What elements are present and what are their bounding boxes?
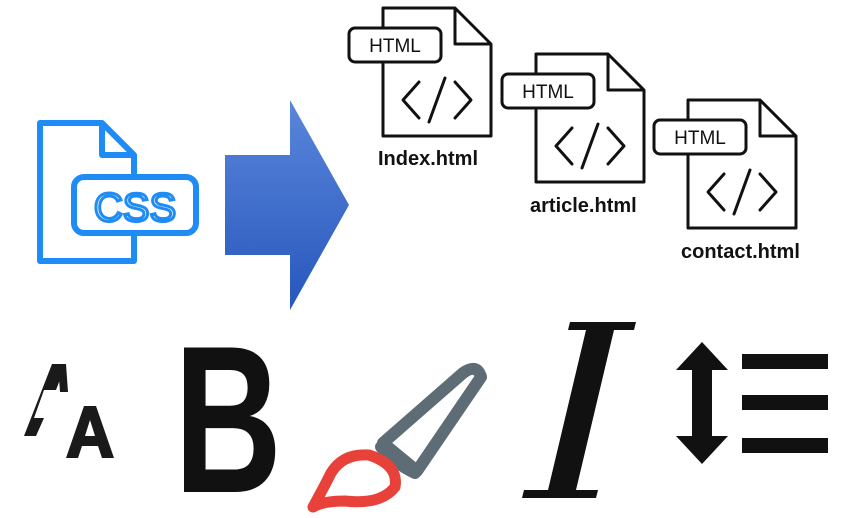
italic-icon <box>514 318 644 504</box>
html-tag-label: HTML <box>522 82 574 103</box>
html-tag-label: HTML <box>369 36 421 57</box>
right-arrow-icon <box>225 100 355 310</box>
paintbrush-icon <box>305 355 495 515</box>
css-file-icon: CSS <box>30 115 200 270</box>
html-tag-label: HTML <box>674 128 726 149</box>
css-badge-label: CSS <box>94 186 176 230</box>
html-file-icon: HTML <box>650 96 805 232</box>
file-name-label: Index.html <box>378 148 479 170</box>
line-height-icon <box>672 340 832 470</box>
file-name-label: contact.html <box>681 241 800 263</box>
font-size-icon <box>22 360 122 460</box>
bold-glyph: B <box>174 322 282 498</box>
html-file-icon: HTML <box>498 50 653 186</box>
bold-icon: B <box>172 322 284 498</box>
file-name-label: article.html <box>530 195 637 217</box>
html-file-icon: HTML <box>345 4 500 140</box>
